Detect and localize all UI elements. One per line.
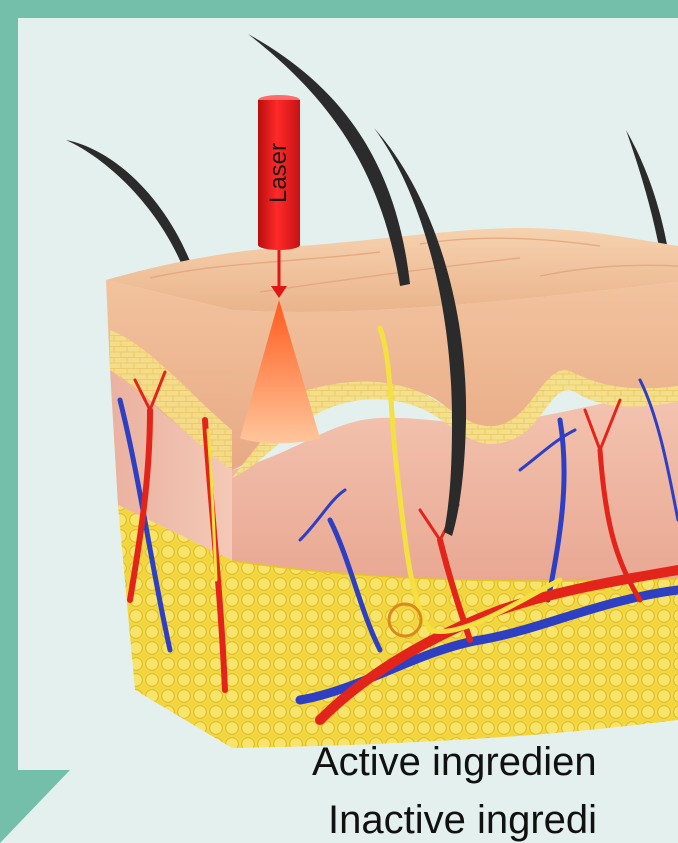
hair-left (66, 140, 192, 270)
inactive-ingredient-caption: Inactive ingredi (328, 800, 597, 840)
hair-right (626, 130, 668, 252)
laser-label: Laser (265, 143, 293, 203)
laser-label-box: Laser (257, 100, 301, 246)
active-ingredient-caption: Active ingredien (312, 742, 597, 782)
